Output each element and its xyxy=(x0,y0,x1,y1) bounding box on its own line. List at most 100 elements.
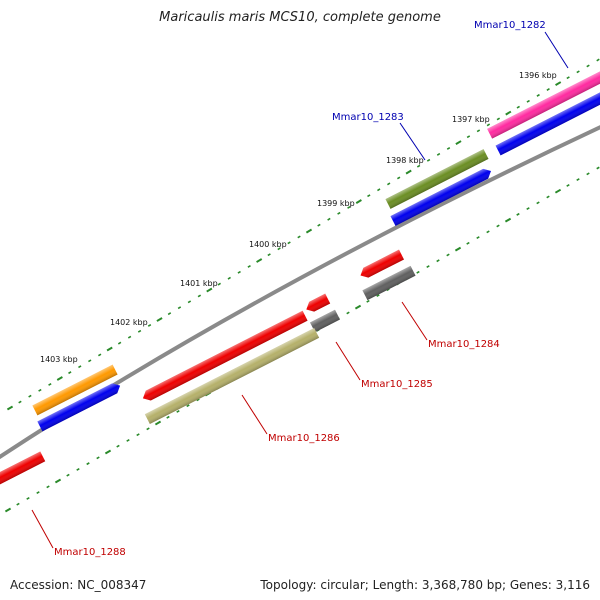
scale-tick xyxy=(576,70,580,74)
genome-title: Maricaulis maris MCS10, complete genome xyxy=(159,10,441,25)
scale-tick xyxy=(127,335,132,339)
topology-text: Topology: circular; Length: 3,368,780 bp… xyxy=(260,578,590,592)
scale-label-1399: 1399 kbp xyxy=(317,199,355,208)
scale-tick xyxy=(54,478,62,484)
scale-tick xyxy=(6,405,14,411)
scale-tick xyxy=(48,382,52,386)
scale-tick xyxy=(36,491,40,495)
scale-tick xyxy=(516,212,520,216)
scale-tick xyxy=(426,265,430,268)
gene-label-mmar10-1284[interactable]: Mmar10_1284 xyxy=(428,339,500,350)
scale-tick xyxy=(156,317,163,322)
scale-tick xyxy=(277,247,281,251)
scale-tick xyxy=(154,420,162,426)
scale-tick xyxy=(436,152,441,156)
reverse-strand-features xyxy=(0,249,416,486)
scale-label-1397: 1397 kbp xyxy=(452,115,490,124)
scale-tick xyxy=(354,304,362,310)
gene-label-mmar10-1286[interactable]: Mmar10_1286 xyxy=(268,433,340,444)
gene-label-mmar10-1285[interactable]: Mmar10_1285 xyxy=(361,379,433,390)
gene-label-mmar10-1282[interactable]: Mmar10_1282 xyxy=(474,20,546,31)
scale-tick xyxy=(337,211,341,215)
scale-tick xyxy=(466,135,471,139)
scale-tick xyxy=(496,224,500,228)
scale-tick xyxy=(376,294,380,297)
scale-ticks-outer xyxy=(6,58,600,411)
scale-tick xyxy=(416,270,420,274)
scale-tick xyxy=(287,241,291,245)
scale-tick xyxy=(237,270,241,274)
gene-label-mmar10-1288[interactable]: Mmar10_1288 xyxy=(54,547,126,558)
scale-tick xyxy=(96,456,100,460)
scale-tick xyxy=(167,312,172,316)
scale-tick xyxy=(555,81,562,86)
scale-tick xyxy=(66,473,70,477)
scale-tick xyxy=(526,99,530,103)
scale-tick xyxy=(546,195,550,199)
scale-tick xyxy=(446,147,451,150)
scale-tick xyxy=(516,105,520,109)
scale-tick xyxy=(177,306,182,310)
scale-label-1400: 1400 kbp xyxy=(249,240,287,249)
scale-tick xyxy=(116,444,120,448)
scale-tick xyxy=(196,398,200,402)
gene-label-mmar10-1283[interactable]: Mmar10_1283 xyxy=(332,112,404,123)
scale-tick xyxy=(136,433,140,437)
scale-tick xyxy=(78,365,82,369)
scale-tick xyxy=(476,236,480,240)
scale-label-1402: 1402 kbp xyxy=(110,318,148,327)
scale-tick xyxy=(455,140,462,145)
scale-labels: 1396 kbp 1397 kbp 1398 kbp 1399 kbp 1400… xyxy=(40,71,557,364)
scale-tick xyxy=(496,117,501,121)
scale-tick xyxy=(355,199,362,204)
scale-label-1398: 1398 kbp xyxy=(386,156,424,165)
scale-tick xyxy=(446,253,450,257)
scale-label-1401: 1401 kbp xyxy=(180,279,218,288)
scale-tick xyxy=(16,502,20,506)
scale-tick xyxy=(377,188,381,192)
scale-tick xyxy=(504,217,512,223)
scale-tick xyxy=(4,507,12,513)
scale-tick xyxy=(566,183,570,187)
scale-tick xyxy=(186,404,190,408)
scale-tick xyxy=(366,299,370,303)
scale-tick xyxy=(436,259,440,263)
scale-tick xyxy=(526,207,530,211)
accession-text: Accession: NC_008347 xyxy=(10,578,147,592)
forward-strand-features xyxy=(32,65,600,432)
leader-line-1282 xyxy=(544,31,569,69)
scale-tick xyxy=(227,276,231,280)
scale-tick xyxy=(146,427,150,431)
scale-tick xyxy=(586,172,590,176)
scale-tick xyxy=(367,194,371,198)
scale-tick xyxy=(187,300,192,304)
leader-line-1288 xyxy=(31,509,54,549)
leader-line-1285 xyxy=(335,341,361,381)
scale-tick xyxy=(147,323,152,327)
scale-tick xyxy=(586,64,590,68)
scale-tick xyxy=(28,394,32,398)
scale-tick xyxy=(68,371,72,375)
scale-tick xyxy=(416,164,421,168)
scale-tick xyxy=(405,169,412,175)
scale-tick xyxy=(317,223,321,227)
scale-tick xyxy=(387,182,391,186)
scale-tick xyxy=(38,388,42,392)
scale-tick xyxy=(305,228,313,234)
scale-tick xyxy=(426,158,431,162)
scale-tick xyxy=(396,176,401,180)
scale-tick xyxy=(566,76,570,80)
scale-tick xyxy=(327,217,331,221)
scale-tick xyxy=(206,287,213,293)
scale-tick xyxy=(88,359,92,363)
scale-tick xyxy=(454,246,462,252)
scale-tick xyxy=(346,311,350,315)
scale-tick xyxy=(347,206,351,209)
scale-tick xyxy=(546,88,550,91)
scale-tick xyxy=(76,467,80,471)
scale-tick xyxy=(86,462,90,466)
scale-tick xyxy=(126,438,130,442)
scale-tick xyxy=(137,329,142,333)
